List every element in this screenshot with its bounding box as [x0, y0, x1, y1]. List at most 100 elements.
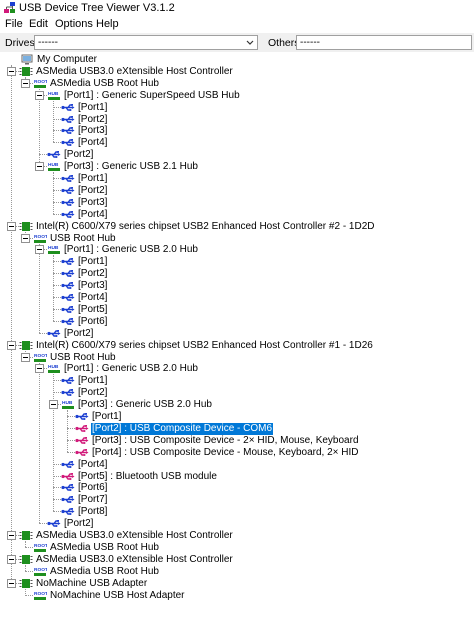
tree-node-label[interactable]: [Port3]: [78, 196, 108, 208]
tree-node-label[interactable]: [Port2]: [64, 518, 94, 530]
others-select[interactable]: ------: [296, 35, 472, 50]
tree-node-label[interactable]: [Port5] : Bluetooth USB module: [78, 470, 217, 482]
tree-node-label[interactable]: Intel(R) C600/X79 series chipset USB2 En…: [36, 339, 373, 351]
tree-node-label[interactable]: [Port2]: [78, 184, 108, 196]
collapse-toggle-icon[interactable]: [7, 340, 16, 350]
tree-node[interactable]: My Computer: [0, 54, 474, 66]
tree-node[interactable]: [Port6]: [0, 482, 474, 494]
tree-node-label[interactable]: [Port7]: [78, 494, 108, 506]
tree-node[interactable]: [Port1]: [0, 173, 474, 185]
tree-node[interactable]: [Port3]: [0, 280, 474, 292]
tree-node[interactable]: ASMedia USB3.0 eXtensible Host Controlle…: [0, 530, 474, 542]
menu-options[interactable]: Options: [55, 18, 93, 30]
tree-node-label[interactable]: [Port6]: [78, 482, 108, 494]
collapse-toggle-icon[interactable]: [21, 233, 30, 243]
tree-node-label[interactable]: [Port2]: [64, 327, 94, 339]
tree-node-label[interactable]: [Port2]: [64, 149, 94, 161]
tree-node-label[interactable]: My Computer: [37, 54, 98, 65]
tree-node[interactable]: [Port4] : USB Composite Device - Mouse, …: [0, 447, 474, 459]
tree-node[interactable]: HUB[Port1] : Generic SuperSpeed USB Hub: [0, 90, 474, 102]
tree-node-label[interactable]: [Port4] : USB Composite Device - Mouse, …: [92, 446, 359, 458]
tree-node[interactable]: HUB[Port3] : Generic USB 2.0 Hub: [0, 399, 474, 411]
tree-node[interactable]: [Port2]: [0, 149, 474, 161]
tree-node[interactable]: HUB[Port1] : Generic USB 2.0 Hub: [0, 244, 474, 256]
tree-node-label[interactable]: [Port4]: [78, 137, 108, 149]
menu-file[interactable]: File: [5, 18, 23, 30]
tree-node[interactable]: [Port3] : USB Composite Device - 2× HID,…: [0, 435, 474, 447]
tree-node-label[interactable]: [Port1]: [78, 101, 108, 113]
tree-node-label[interactable]: NoMachine USB Host Adapter: [50, 589, 185, 601]
tree-node-label[interactable]: [Port2]: [78, 113, 108, 125]
tree-node[interactable]: [Port3]: [0, 197, 474, 209]
tree-node[interactable]: [Port2]: [0, 328, 474, 340]
tree-node-label[interactable]: [Port1] : Generic USB 2.0 Hub: [64, 244, 198, 256]
tree-node-label[interactable]: [Port4]: [78, 292, 108, 303]
collapse-toggle-icon[interactable]: [21, 352, 30, 362]
tree-node[interactable]: [Port8]: [0, 506, 474, 518]
tree-node[interactable]: [Port5]: [0, 304, 474, 316]
tree-node-label[interactable]: [Port2]: [78, 268, 108, 280]
tree-node[interactable]: [Port3]: [0, 125, 474, 137]
tree-node[interactable]: [Port2]: [0, 387, 474, 399]
tree-node[interactable]: HUB[Port1] : Generic USB 2.0 Hub: [0, 363, 474, 375]
collapse-toggle-icon[interactable]: [35, 162, 44, 172]
tree-node[interactable]: [Port2]: [0, 268, 474, 280]
tree-node[interactable]: [Port2] : USB Composite Device - COM6: [0, 422, 474, 435]
tree-node-label[interactable]: [Port1]: [92, 411, 122, 422]
tree-node-label[interactable]: ASMedia USB Root Hub: [50, 565, 159, 577]
tree-node[interactable]: [Port2]: [0, 185, 474, 197]
tree-node[interactable]: [Port1]: [0, 256, 474, 268]
tree-node-label[interactable]: [Port6]: [78, 315, 108, 327]
tree-node-label[interactable]: ASMedia USB3.0 eXtensible Host Controlle…: [36, 65, 233, 77]
tree-node[interactable]: [Port1]: [0, 411, 474, 423]
tree-node-label[interactable]: [Port1]: [78, 256, 108, 268]
collapse-toggle-icon[interactable]: [7, 554, 16, 564]
chevron-down-icon[interactable]: [243, 36, 257, 49]
collapse-toggle-icon[interactable]: [7, 578, 16, 588]
tree-node-label[interactable]: [Port4]: [78, 458, 108, 470]
tree-node[interactable]: [Port5] : Bluetooth USB module: [0, 471, 474, 483]
menu-edit[interactable]: Edit: [29, 18, 48, 30]
tree-node-label[interactable]: [Port4]: [78, 208, 108, 220]
tree-node-label[interactable]: [Port1]: [78, 173, 108, 184]
tree-node-label[interactable]: [Port5]: [78, 303, 108, 315]
collapse-toggle-icon[interactable]: [35, 364, 44, 374]
tree-node-label[interactable]: [Port8]: [78, 506, 108, 518]
tree-node[interactable]: [Port4]: [0, 459, 474, 471]
collapse-toggle-icon[interactable]: [35, 245, 44, 255]
tree-node[interactable]: ASMedia USB3.0 eXtensible Host Controlle…: [0, 554, 474, 566]
tree-node[interactable]: HUB[Port3] : Generic USB 2.1 Hub: [0, 161, 474, 173]
tree-node-label[interactable]: [Port3] : Generic USB 2.1 Hub: [64, 161, 198, 173]
collapse-toggle-icon[interactable]: [7, 66, 16, 76]
tree-node-label[interactable]: USB Root Hub: [50, 232, 116, 244]
tree-node-label[interactable]: NoMachine USB Adapter: [36, 577, 148, 589]
tree-node-label[interactable]: [Port3] : Generic USB 2.0 Hub: [78, 399, 212, 411]
tree-node[interactable]: [Port2]: [0, 518, 474, 530]
collapse-toggle-icon[interactable]: [7, 221, 16, 231]
tree-node-label[interactable]: ASMedia USB Root Hub: [50, 77, 159, 89]
tree-node[interactable]: [Port1]: [0, 102, 474, 114]
tree-node[interactable]: [Port4]: [0, 209, 474, 221]
collapse-toggle-icon[interactable]: [35, 90, 44, 100]
tree-node[interactable]: Intel(R) C600/X79 series chipset USB2 En…: [0, 340, 474, 352]
tree-node-label[interactable]: [Port2]: [78, 387, 108, 399]
tree-node-label[interactable]: [Port2] : USB Composite Device - COM6: [91, 422, 274, 435]
collapse-toggle-icon[interactable]: [21, 78, 30, 88]
tree-node-label[interactable]: [Port1] : Generic USB 2.0 Hub: [64, 363, 198, 375]
tree-node-label[interactable]: [Port3] : USB Composite Device - 2× HID,…: [92, 434, 359, 446]
tree-node-label[interactable]: Intel(R) C600/X79 series chipset USB2 En…: [36, 220, 375, 232]
tree-node[interactable]: [Port2]: [0, 114, 474, 126]
menu-help[interactable]: Help: [96, 18, 119, 30]
tree-node[interactable]: [Port4]: [0, 292, 474, 304]
tree-node[interactable]: [Port7]: [0, 494, 474, 506]
tree-node[interactable]: [Port6]: [0, 316, 474, 328]
collapse-toggle-icon[interactable]: [49, 400, 58, 410]
tree-node[interactable]: [Port1]: [0, 375, 474, 387]
tree-node[interactable]: NoMachine USB Adapter: [0, 578, 474, 590]
